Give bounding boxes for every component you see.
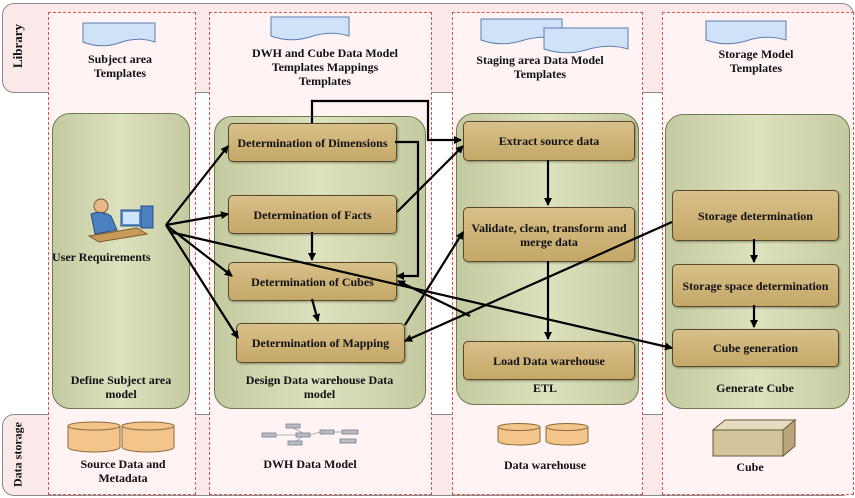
- determination-of-cubes-box: Determination of Cubes: [228, 262, 397, 301]
- storage-determination-box: Storage determination: [672, 190, 839, 241]
- storage-templates-label: Storage Model Templates: [718, 47, 794, 75]
- staging-templates-label: Staging area Data Model Templates: [476, 53, 604, 81]
- extract-source-data-box: Extract source data: [463, 121, 635, 161]
- subject-templates-label: Subject area Templates: [87, 52, 153, 80]
- data-warehouse-label: Data warehouse: [503, 458, 587, 472]
- cube-storage-label: Cube: [736, 460, 764, 474]
- database-icon: [67, 421, 175, 453]
- determination-of-dimensions-box: Determination of Dimensions: [228, 123, 397, 162]
- database-icon: [497, 423, 589, 446]
- user-requirements-label: User Requirements: [52, 250, 151, 264]
- user-at-computer-icon: [87, 198, 154, 243]
- dwh-templates-label: DWH and Cube Data Model Templates Mappin…: [251, 46, 398, 88]
- validate-clean-transform-box: Validate, clean, transform and merge dat…: [463, 207, 635, 262]
- cube-icon: [711, 418, 797, 458]
- source-data-label: Source Data and Metadata: [80, 457, 166, 485]
- dwh-pane-caption: Design Data warehouse Data model: [245, 373, 394, 401]
- cube-pane-caption: Generate Cube: [716, 381, 794, 395]
- load-data-warehouse-box: Load Data warehouse: [463, 341, 635, 380]
- document-icon: [705, 20, 787, 45]
- document-stack-icon: [480, 18, 629, 54]
- subject-pane-caption: Define Subject area model: [70, 373, 172, 401]
- storage-space-determination-box: Storage space determination: [672, 264, 839, 307]
- data-model-diagram-icon: [261, 423, 359, 446]
- determination-of-facts-box: Determination of Facts: [228, 195, 397, 234]
- cube-generation-box: Cube generation: [672, 329, 839, 367]
- etl-pane-caption: ETL: [532, 381, 557, 395]
- document-icon: [270, 16, 350, 41]
- document-icon: [82, 22, 156, 47]
- library-label: Library: [10, 23, 25, 69]
- data-storage-label: Data storage: [10, 422, 25, 487]
- dwh-data-model-label: DWH Data Model: [263, 457, 357, 471]
- determination-of-mapping-box: Determination of Mapping: [236, 323, 405, 363]
